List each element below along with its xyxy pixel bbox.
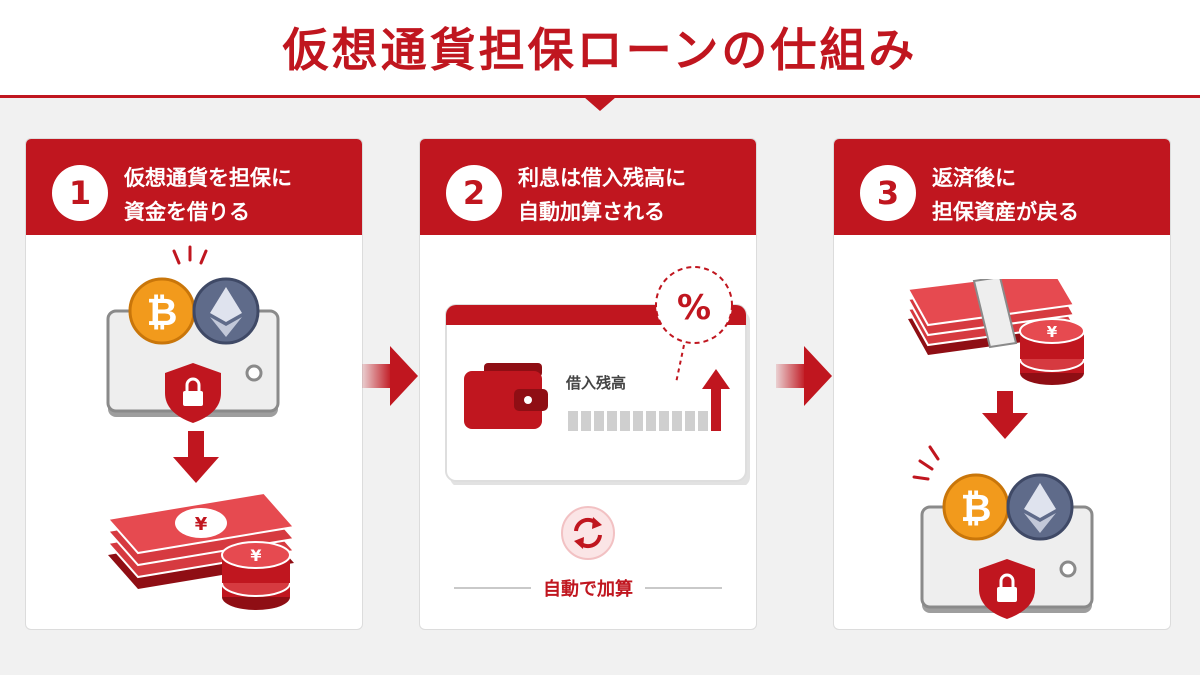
page-title: 仮想通貨担保ローンの仕組み [282,23,918,77]
step-title-2-line1: 利息は借入残高に [518,166,686,190]
step-header-2: 2 利息は借入残高に 自動加算される [420,139,756,235]
refresh-icon [561,506,615,560]
step-card-2: 2 利息は借入残高に 自動加算される % [419,138,757,630]
right-arrow-icon [362,346,418,406]
right-arrow-icon [776,346,832,406]
step-body-3: ¥ ₿ [834,235,1170,629]
step-title-3-line2: 担保資産が戻る [932,200,1079,224]
auto-add-caption: 自動で加算 [420,575,756,601]
step-title-2-line2: 自動加算される [518,200,665,224]
step-title-1-line1: 仮想通貨を担保に [124,166,292,190]
crypto-wallet-icon: ₿ [106,245,280,423]
step-title-2: 利息は借入残高に 自動加算される [518,161,686,229]
cash-stack-icon: ¥ ¥ [106,491,296,610]
step-number-1: 1 [52,165,108,221]
balance-label: 借入残高 [566,374,627,392]
svg-text:¥: ¥ [1047,323,1058,341]
svg-text:¥: ¥ [250,546,261,565]
step-header-1: 1 仮想通貨を担保に 資金を借りる [26,139,362,235]
divider-right [640,587,722,589]
crypto-wallet-icon: ₿ [912,445,1094,619]
title-bar: 仮想通貨担保ローンの仕組み [0,0,1200,96]
balance-panel: % [445,266,750,485]
step-body-2: % 借入残高 [420,235,756,629]
svg-text:₿: ₿ [961,486,992,530]
step-body-1: ₿ ¥ ¥ [26,235,362,629]
step-header-3: 3 返済後に 担保資産が戻る [834,139,1170,235]
cash-stack-icon: ¥ [906,279,1085,385]
step-number-2: 2 [446,165,502,221]
divider-left [454,587,536,589]
step-title-1-line2: 資金を借りる [124,200,250,224]
title-pointer [584,97,616,111]
down-arrow-icon [173,431,219,483]
step-title-1: 仮想通貨を担保に 資金を借りる [124,161,292,229]
step-card-1: 1 仮想通貨を担保に 資金を借りる ₿ [25,138,363,630]
percent-icon: % [677,288,711,328]
auto-add-label: 自動で加算 [531,579,645,600]
step-card-3: 3 返済後に 担保資産が戻る ¥ [833,138,1171,630]
step-title-3: 返済後に 担保資産が戻る [932,161,1079,229]
yen-symbol: ¥ [195,514,208,535]
wallet-icon [464,363,548,429]
bitcoin-symbol: ₿ [147,290,178,334]
down-arrow-icon [982,391,1028,439]
step-title-3-line1: 返済後に [932,166,1016,190]
step-number-3: 3 [860,165,916,221]
title-underline [0,95,1200,98]
